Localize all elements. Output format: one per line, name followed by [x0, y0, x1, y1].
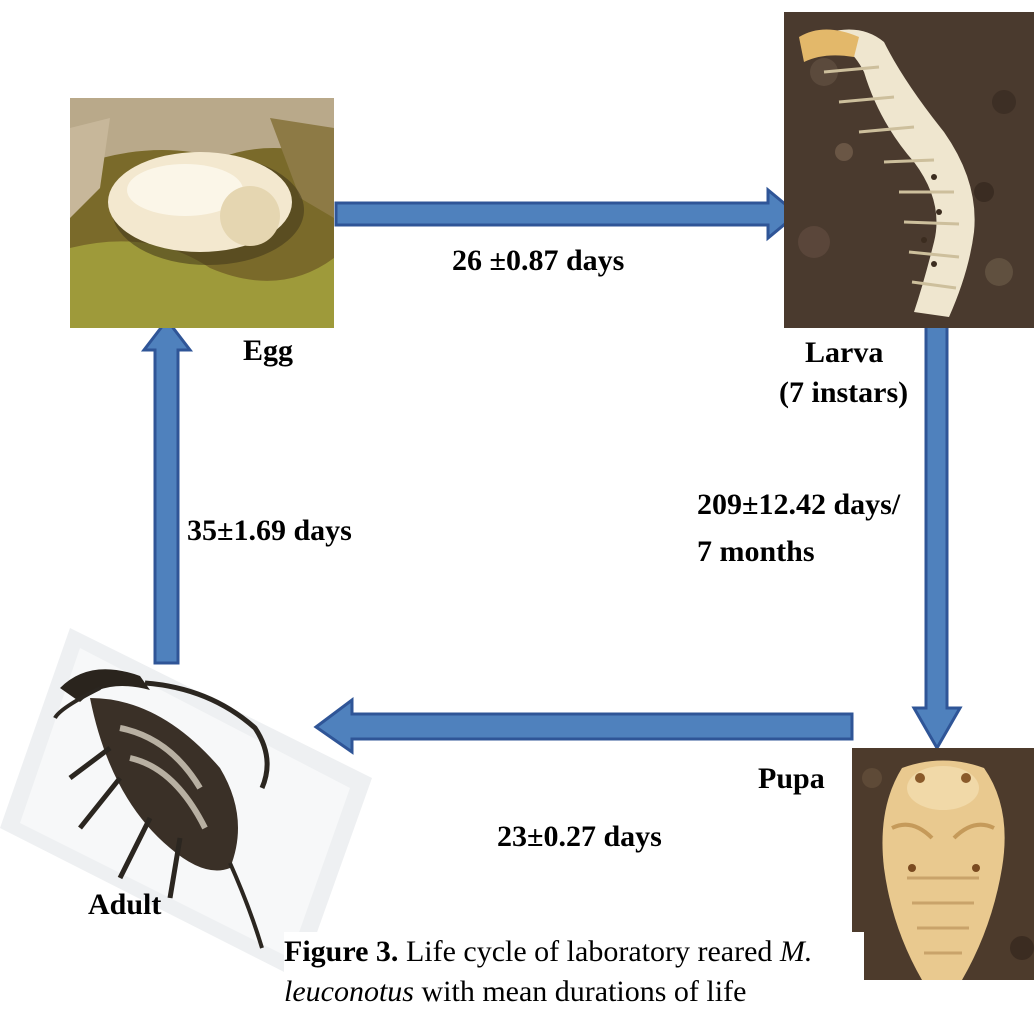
egg-label: Egg — [243, 334, 293, 368]
larva-photo — [784, 12, 1034, 328]
duration-pupa-to-adult: 23±0.27 days — [497, 820, 662, 854]
arrow-egg-to-larva — [336, 190, 797, 238]
duration-adult-to-egg: 35±1.69 days — [187, 514, 352, 548]
duration-larva-to-pupa-line2: 7 months — [697, 535, 815, 569]
larva-label: Larva — [805, 336, 883, 370]
arrow-larva-to-pupa — [914, 322, 960, 748]
arrow-adult-to-egg — [144, 320, 190, 663]
figure-caption: Figure 3. Life cycle of laboratory reare… — [284, 932, 864, 1012]
caption-species-a: M. — [780, 935, 813, 968]
adult-label: Adult — [88, 888, 161, 922]
caption-text-1: Life cycle of laboratory reared — [398, 935, 779, 968]
larva-instars-label: (7 instars) — [779, 376, 908, 410]
adult-photo — [0, 628, 372, 980]
caption-prefix: Figure 3. — [284, 935, 398, 968]
pupa-label: Pupa — [758, 762, 825, 796]
pupa-photo — [852, 748, 1034, 980]
egg-photo — [70, 98, 334, 328]
arrow-pupa-to-adult — [316, 700, 852, 752]
duration-larva-to-pupa-line1: 209±12.42 days/ — [697, 488, 900, 522]
duration-egg-to-larva: 26 ±0.87 days — [452, 244, 624, 278]
